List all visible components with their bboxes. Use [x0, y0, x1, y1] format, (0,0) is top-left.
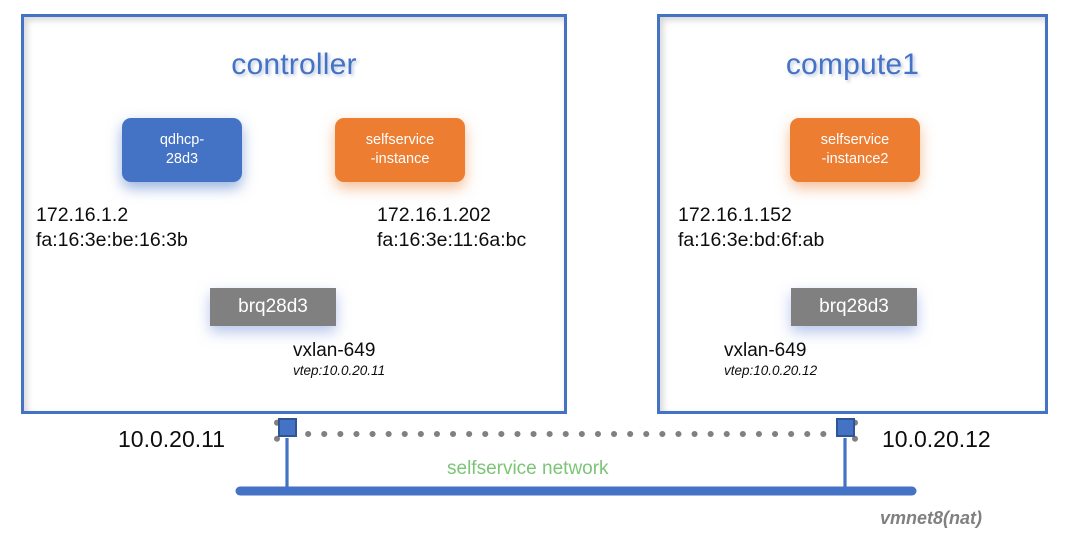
vxlan-vtep-controller: vtep:10.0.20.11 — [293, 363, 386, 378]
vxlan-label-controller: vxlan-649 vtep:10.0.20.11 — [293, 339, 385, 380]
bridge-brq28d3-compute1[interactable]: brq28d3 — [791, 288, 917, 326]
address-ip-instance2: 172.16.1.152 — [678, 204, 792, 226]
vxlan-name-controller: vxlan-649 — [293, 340, 376, 361]
address-ip-instance: 172.16.1.202 — [377, 204, 491, 226]
nic-square-compute1[interactable] — [836, 418, 855, 437]
address-label-instance2: 172.16.1.152 fa:16:3e:bd:6f:ab — [678, 203, 824, 253]
vxlan-name-compute1: vxlan-649 — [724, 340, 807, 361]
node-instance-label-line1: selfservice — [365, 132, 435, 148]
node-instance-label-line2: -instance — [370, 151, 430, 167]
host-box-controller — [21, 14, 567, 414]
host-title-controller: controller — [231, 48, 357, 81]
vxlan-label-compute1: vxlan-649 vtep:10.0.20.12 — [724, 339, 817, 380]
nic-square-controller[interactable] — [278, 418, 297, 437]
vmnet8-nat-label: vmnet8(nat) — [880, 508, 983, 528]
node-qdhcp-label-line1: qdhcp- — [159, 132, 205, 148]
selfservice-network-label: selfservice network — [447, 458, 609, 479]
host-ip-compute1: 10.0.20.12 — [882, 426, 991, 452]
address-mac-instance2: fa:16:3e:bd:6f:ab — [678, 229, 825, 251]
vxlan-vtep-compute1: vtep:10.0.20.12 — [724, 363, 818, 378]
bridge-brq28d3-controller[interactable]: brq28d3 — [210, 288, 336, 326]
node-qdhcp-28d3[interactable]: qdhcp- 28d3 — [122, 118, 242, 182]
host-title-compute1: compute1 — [785, 48, 920, 81]
address-label-instance: 172.16.1.202 fa:16:3e:11:6a:bc — [377, 203, 526, 253]
node-instance2-label-line2: -instance2 — [821, 151, 889, 167]
address-ip-qdhcp: 172.16.1.2 — [36, 204, 129, 226]
node-qdhcp-label-line2: 28d3 — [165, 151, 199, 167]
address-mac-qdhcp: fa:16:3e:be:16:3b — [36, 229, 188, 251]
host-box-compute1 — [657, 14, 1048, 414]
address-label-qdhcp: 172.16.1.2 fa:16:3e:be:16:3b — [36, 203, 188, 253]
node-selfservice-instance2[interactable]: selfservice -instance2 — [790, 118, 920, 182]
host-ip-controller: 10.0.20.11 — [118, 426, 226, 452]
node-selfservice-instance[interactable]: selfservice -instance — [335, 118, 465, 182]
address-mac-instance: fa:16:3e:11:6a:bc — [377, 229, 527, 251]
node-instance2-label-line1: selfservice — [820, 132, 890, 148]
